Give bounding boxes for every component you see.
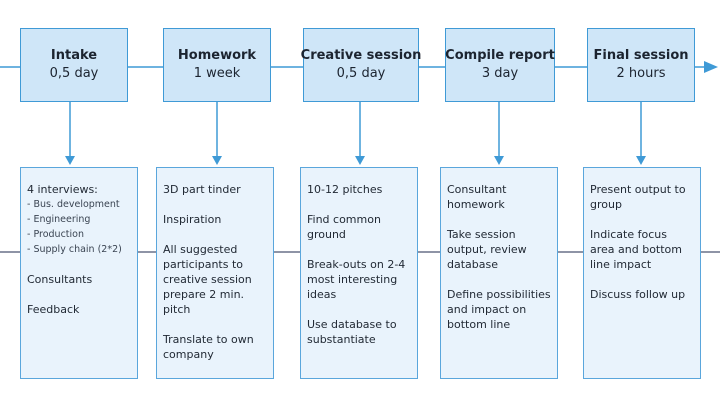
detail-item: Inspiration bbox=[163, 213, 222, 226]
detail-final-session: Present output to group Indicate focus a… bbox=[583, 167, 701, 379]
timeline-arrowhead bbox=[704, 61, 718, 73]
phase-creative-session: Creative session 0,5 day bbox=[300, 28, 422, 102]
phase-compile-report: Compile report 3 day bbox=[445, 28, 555, 102]
detail-item: Find common ground bbox=[307, 213, 381, 241]
phase-title: Homework bbox=[177, 48, 257, 63]
phase-title: Final session bbox=[593, 48, 689, 63]
detail-item: Present output to group bbox=[590, 183, 686, 211]
down-arrow-5 bbox=[636, 102, 646, 165]
phase-homework: Homework 1 week bbox=[163, 28, 271, 102]
phase-duration: 3 day bbox=[481, 66, 519, 81]
phase-title: Intake bbox=[50, 48, 98, 63]
phase-duration: 0,5 day bbox=[336, 66, 386, 81]
detail-item: 4 interviews: bbox=[27, 183, 98, 196]
detail-creative-session: 10-12 pitches Find common ground Break-o… bbox=[300, 167, 418, 379]
detail-item: Take session output, review database bbox=[447, 228, 527, 271]
detail-subitem: - Supply chain (2*2) bbox=[27, 244, 122, 255]
phase-intake: Intake 0,5 day bbox=[20, 28, 128, 102]
detail-item: Break-outs on 2-4 most interesting ideas bbox=[307, 258, 406, 301]
phase-duration: 2 hours bbox=[616, 66, 666, 81]
detail-subitem: - Engineering bbox=[27, 214, 91, 225]
detail-compile-report: Consultant homework Take session output,… bbox=[440, 167, 558, 379]
detail-item: Consultants bbox=[27, 273, 93, 286]
phase-duration: 0,5 day bbox=[49, 66, 99, 81]
phase-title: Compile report bbox=[445, 48, 555, 63]
detail-item: Use database to substantiate bbox=[307, 318, 397, 346]
phase-duration: 1 week bbox=[193, 66, 241, 81]
detail-intake: 4 interviews: - Bus. development - Engin… bbox=[20, 167, 138, 379]
down-arrow-3 bbox=[355, 102, 365, 165]
phase-final-session: Final session 2 hours bbox=[587, 28, 695, 102]
detail-item: Feedback bbox=[27, 303, 80, 316]
down-arrow-2 bbox=[212, 102, 222, 165]
detail-item: Consultant homework bbox=[447, 183, 507, 211]
detail-subitem: - Production bbox=[27, 229, 84, 240]
detail-item: 3D part tinder bbox=[163, 183, 241, 196]
detail-item: All suggested participants to creative s… bbox=[163, 243, 252, 316]
down-arrow-4 bbox=[494, 102, 504, 165]
detail-item: Translate to own company bbox=[163, 333, 254, 361]
detail-subitem: - Bus. development bbox=[27, 199, 120, 210]
down-arrow-1 bbox=[65, 102, 75, 165]
detail-item: Discuss follow up bbox=[590, 288, 686, 301]
detail-item: Define possibilities and impact on botto… bbox=[447, 288, 551, 331]
detail-item: Indicate focus area and bottom line impa… bbox=[590, 228, 683, 271]
detail-homework: 3D part tinder Inspiration All suggested… bbox=[156, 167, 274, 379]
detail-item: 10-12 pitches bbox=[307, 183, 383, 196]
phase-title: Creative session bbox=[300, 48, 422, 63]
